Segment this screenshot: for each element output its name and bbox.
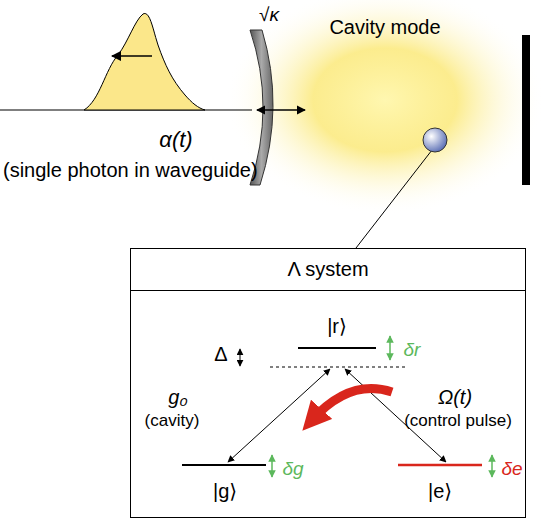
cavity-mode-glow [225, 0, 545, 215]
coupling-caption: (cavity) [145, 412, 200, 431]
box-heading: Λ system [131, 249, 525, 291]
coupling-arrow [257, 109, 305, 110]
level-label: |g⟩ [213, 480, 237, 502]
end-mirror [522, 35, 530, 185]
detuning-arrow [240, 349, 241, 366]
pulse-label: α(t) [159, 128, 192, 152]
level-g [182, 464, 266, 466]
transfer-arrow [312, 389, 392, 421]
fluctuation-arrow [389, 336, 391, 360]
fluctuation-arrow [271, 455, 273, 477]
control-caption: (control pulse) [404, 412, 512, 431]
coupling-rate: √κ [259, 5, 279, 26]
system-box: Λ system [130, 248, 526, 518]
level-e [398, 464, 482, 467]
photon-pulse [84, 13, 205, 110]
virtual-level [270, 367, 405, 368]
region-label: Cavity mode [329, 16, 440, 38]
level-label: |r⟩ [327, 315, 347, 337]
leader-line [356, 150, 432, 248]
control-label: Ω(t) [438, 386, 472, 408]
fluctuation-label: δg [282, 459, 303, 480]
atom [423, 128, 447, 152]
level-label: |e⟩ [428, 480, 452, 502]
propagation-arrow [112, 55, 152, 57]
fluctuation-label: δr [404, 340, 421, 361]
coupling-label: g₀ [168, 386, 188, 408]
fluctuation-label: δe [501, 459, 522, 480]
detuning-label: Δ [214, 343, 227, 365]
fluctuation-arrow [491, 455, 493, 477]
level-r [298, 347, 376, 349]
pulse-caption: (single photon in waveguide) [3, 159, 258, 181]
